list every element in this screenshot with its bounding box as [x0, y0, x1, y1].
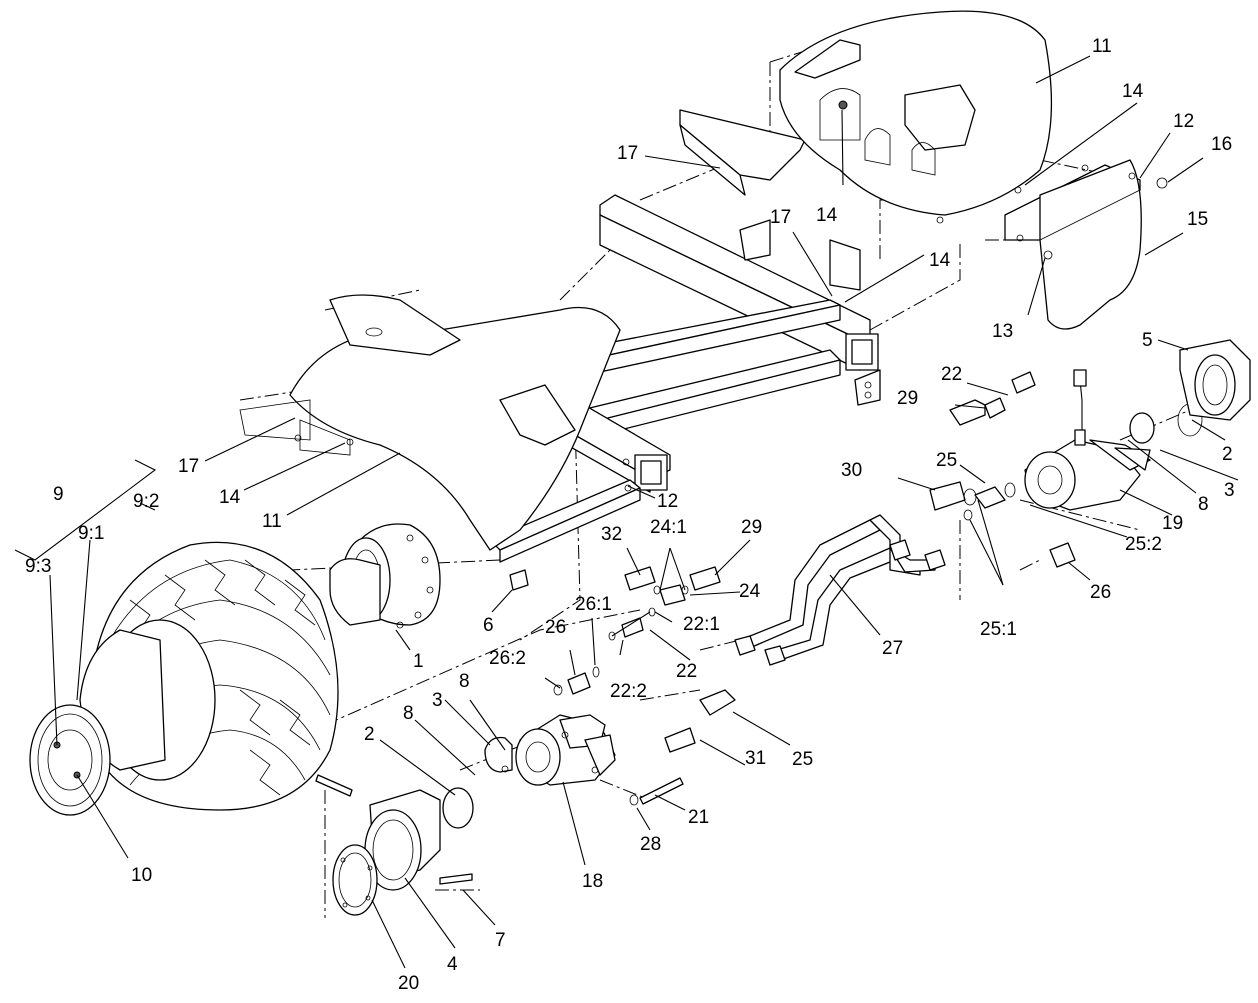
callout-25-1: 25:1 — [980, 619, 1017, 640]
callout-11: 11 — [262, 511, 282, 532]
callout-8: 8 — [1198, 494, 1209, 515]
callout-5: 5 — [1142, 330, 1153, 351]
callout-17: 17 — [770, 207, 791, 228]
callout-26: 26 — [1090, 582, 1111, 603]
callout-16: 16 — [1211, 134, 1232, 155]
motor-housing-and-cover — [315, 774, 474, 916]
rear-fender-cover — [779, 10, 1053, 224]
callout-25: 25 — [792, 749, 813, 770]
callout-20: 20 — [398, 973, 419, 994]
callout-12: 12 — [657, 491, 678, 512]
callout-25-2: 25:2 — [1125, 534, 1162, 555]
callout-15: 15 — [1187, 209, 1208, 230]
callout-22-1: 22:1 — [683, 614, 720, 635]
callout-9: 9 — [53, 484, 64, 505]
callout-31: 31 — [745, 748, 766, 769]
callout-13: 13 — [992, 321, 1013, 342]
callout-29: 29 — [897, 388, 918, 409]
callout-14: 14 — [1122, 81, 1144, 102]
leader-lines — [14, 55, 1239, 969]
callout-10: 10 — [131, 865, 152, 886]
callout-7: 7 — [495, 930, 506, 951]
callout-9-2: 9:2 — [133, 491, 159, 512]
callout-26: 26 — [545, 617, 566, 638]
callout-28: 28 — [640, 834, 661, 855]
hydraulic-tube-assembly — [734, 514, 946, 666]
callout-3: 3 — [432, 690, 443, 711]
wheel-hub — [329, 523, 529, 629]
right-hydraulic-motor — [1024, 339, 1251, 511]
callout-2: 2 — [364, 724, 375, 745]
callout-3: 3 — [1224, 480, 1235, 501]
center-fittings — [553, 566, 736, 806]
callout-29: 29 — [741, 517, 762, 538]
callout-17: 17 — [178, 456, 199, 477]
callout-14: 14 — [929, 250, 951, 271]
rear-plate-and-mud-flap — [1004, 159, 1168, 330]
callout-24: 24 — [739, 581, 761, 602]
wheel-and-tire-assembly — [29, 541, 339, 816]
callout-19: 19 — [1162, 513, 1183, 534]
callout-9-3: 9:3 — [25, 556, 51, 577]
callout-8: 8 — [459, 671, 470, 692]
callout-labels: 11 14 12 16 17 14 15 17 14 13 5 22 29 2 … — [25, 36, 1235, 994]
callout-21: 21 — [688, 807, 709, 828]
callout-22-2: 22:2 — [610, 681, 647, 702]
callout-8: 8 — [403, 703, 414, 724]
callout-32: 32 — [601, 524, 622, 545]
callout-17: 17 — [617, 143, 638, 164]
callout-9-1: 9:1 — [78, 523, 104, 544]
left-hydraulic-motor — [484, 714, 616, 786]
callout-25: 25 — [936, 450, 957, 471]
callout-2: 2 — [1222, 444, 1233, 465]
right-fittings — [929, 371, 1076, 568]
callout-24-1: 24:1 — [650, 517, 687, 538]
callout-6: 6 — [483, 615, 494, 636]
callout-14: 14 — [219, 487, 241, 508]
callout-11: 11 — [1092, 36, 1112, 57]
callout-22: 22 — [941, 364, 962, 385]
callout-12: 12 — [1173, 111, 1194, 132]
callout-18: 18 — [582, 871, 603, 892]
front-fender-cover — [239, 294, 621, 551]
callout-26-1: 26:1 — [575, 594, 612, 615]
callout-14: 14 — [816, 205, 838, 226]
callout-4: 4 — [447, 954, 458, 975]
callout-30: 30 — [841, 460, 862, 481]
callout-26-2: 26:2 — [489, 648, 526, 669]
callout-22: 22 — [676, 661, 697, 682]
callout-1: 1 — [413, 651, 424, 672]
callout-27: 27 — [882, 638, 903, 659]
